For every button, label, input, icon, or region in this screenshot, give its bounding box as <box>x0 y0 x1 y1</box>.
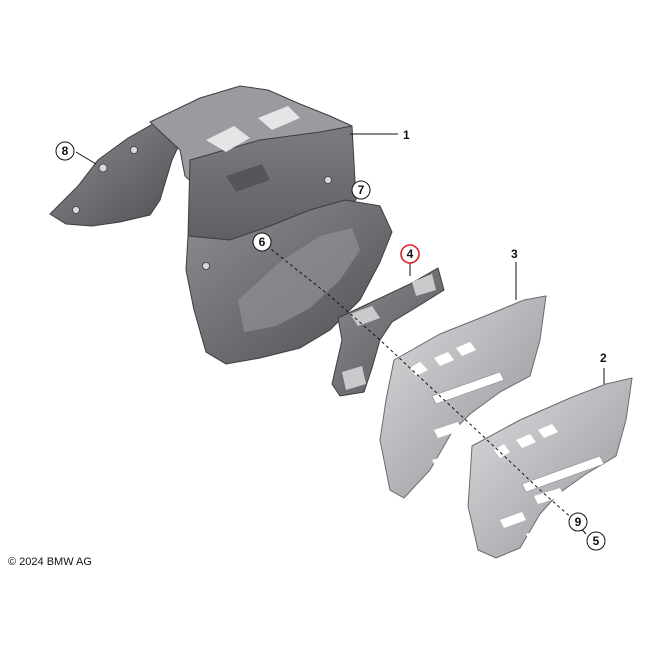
callout-3: 3 <box>511 247 518 261</box>
callout-8: 8 <box>55 141 75 161</box>
svg-text:5: 5 <box>593 534 600 548</box>
part-3-heat-shield <box>379 295 547 499</box>
part-1-carrier <box>49 85 393 365</box>
svg-text:8: 8 <box>62 144 69 158</box>
callout-7: 7 <box>351 180 371 200</box>
callout-4: 4 <box>400 244 420 264</box>
assembly-line <box>261 241 575 521</box>
callout-1: 1 <box>403 128 410 142</box>
callout-9: 9 <box>568 512 588 532</box>
svg-text:9: 9 <box>575 515 582 529</box>
svg-text:4: 4 <box>407 247 414 261</box>
svg-text:6: 6 <box>259 235 266 249</box>
svg-text:7: 7 <box>358 183 365 197</box>
callout-2: 2 <box>600 351 607 365</box>
part-4-bracket <box>331 267 445 397</box>
copyright-notice: © 2024 BMW AG <box>8 556 92 568</box>
part-2-heat-shield <box>467 377 633 559</box>
callout-5: 5 <box>586 531 606 551</box>
callout-6: 6 <box>252 232 272 252</box>
